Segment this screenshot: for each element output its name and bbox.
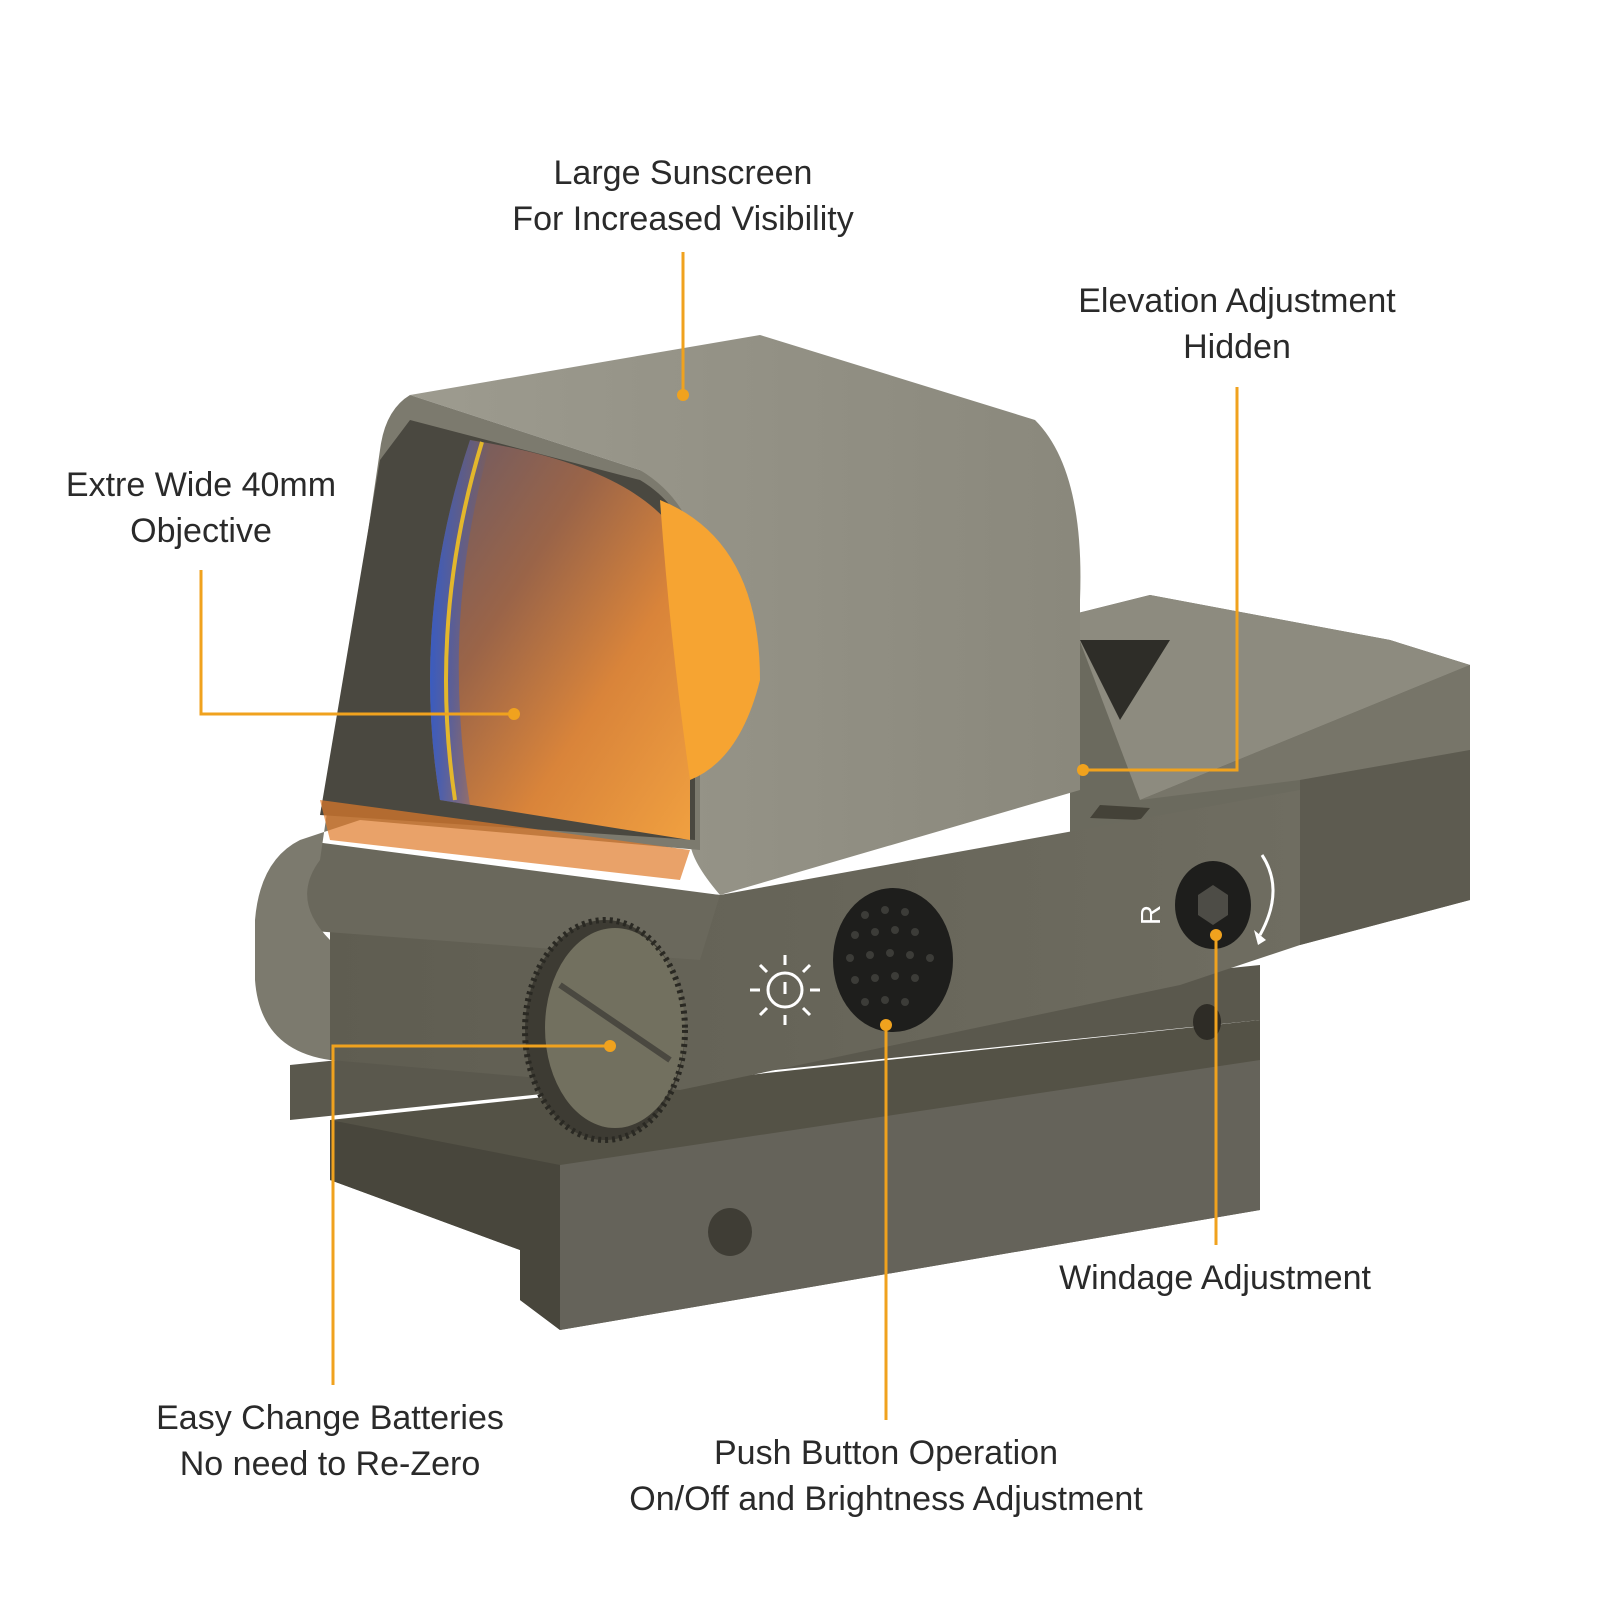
leader-dots (508, 389, 1222, 1052)
leader-elevation (1083, 387, 1239, 772)
callout-windage: Windage Adjustment (1035, 1255, 1395, 1301)
brightness-icon (750, 955, 820, 1025)
callout-objective: Extre Wide 40mm Objective (40, 462, 362, 554)
leader-batteries (331, 1044, 610, 1385)
callout-batteries: Easy Change Batteries No need to Re-Zero (130, 1395, 530, 1487)
leader-lines (199, 252, 1239, 1420)
callout-objective-line2: Objective (130, 512, 272, 550)
callout-push-button: Push Button Operation On/Off and Brightn… (606, 1430, 1166, 1522)
objective-lens (320, 440, 760, 880)
callout-elevation-line1: Elevation Adjustment (1078, 282, 1396, 320)
callout-sunscreen-line2: For Increased Visibility (512, 200, 854, 238)
callout-push-button-line1: Push Button Operation (713, 1434, 1058, 1472)
windage-screw (1175, 854, 1275, 949)
leader-objective (199, 570, 514, 716)
battery-cap-knob (522, 917, 688, 1143)
callout-sunscreen-line1: Large Sunscreen (553, 154, 813, 192)
callout-elevation: Elevation Adjustment Hidden (1052, 278, 1422, 370)
callout-sunscreen: Large Sunscreen For Increased Visibility (483, 150, 883, 242)
callout-batteries-line2: No need to Re-Zero (179, 1445, 481, 1483)
side-marking-r: R (1135, 905, 1166, 925)
callout-objective-line1: Extre Wide 40mm (65, 466, 337, 504)
callout-batteries-line1: Easy Change Batteries (156, 1399, 504, 1437)
callout-elevation-line2: Hidden (1183, 328, 1291, 366)
callout-windage-line1: Windage Adjustment (1059, 1259, 1371, 1297)
push-button (833, 888, 953, 1032)
callout-push-button-line2: On/Off and Brightness Adjustment (629, 1480, 1143, 1518)
